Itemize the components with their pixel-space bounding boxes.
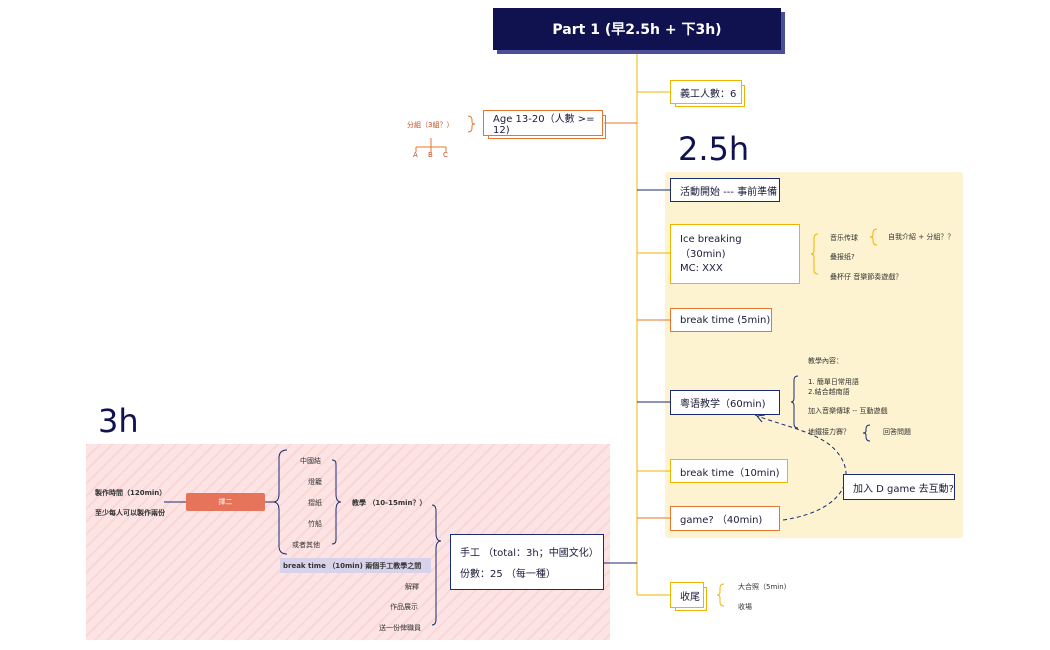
age-node[interactable]: Age 13-20（人數 >= 12) — [483, 110, 606, 139]
craft-copies: 份數：25 （每一種） — [460, 569, 556, 580]
group-c: C — [443, 151, 448, 159]
craft-option-1: 中國結 — [300, 457, 321, 465]
closing-item-2: 收場 — [738, 603, 752, 611]
craft-title: 手工 （total：3h；中國文化） — [460, 548, 599, 559]
craft-option-3: 摺紙 — [308, 499, 322, 507]
cantonese-item-2: 2.結合越南語 — [808, 388, 850, 396]
game-note-label: 加入 D game 去互動? — [853, 483, 954, 495]
morning-duration-label: 2.5h — [678, 130, 750, 168]
craft-option-4: 竹船 — [308, 520, 322, 528]
ice-sub-item: 自我介紹 + 分組？？ — [888, 233, 955, 241]
cantonese-label: 粵语教学（60min) — [680, 399, 766, 410]
closing-label: 收尾 — [680, 591, 700, 603]
craft-teaching: 教學 （10-15min？） — [352, 499, 427, 507]
break-time-1-label: break time (5min) — [680, 314, 771, 326]
break-time-2-label: break time（10min) — [680, 467, 780, 479]
ice-item-3: 叠杯仔 音樂節奏遊戲？ — [830, 273, 903, 281]
cantonese-item-4: 地鐵接力賽？ — [808, 428, 850, 436]
closing-item-1: 大合照（5min) — [738, 583, 787, 591]
root-node[interactable]: Part 1 (早2.5h + 下3h) — [493, 8, 781, 50]
craft-extra-3: 送一份俾職員 — [379, 624, 421, 632]
cantonese-answer: 回答問題 — [883, 428, 911, 436]
craft-break-node[interactable]: break time （10min) 兩個手工教學之間 — [280, 558, 431, 573]
volunteers-node[interactable]: 義工人數：6 — [670, 80, 745, 107]
craft-extra-1: 解釋 — [405, 583, 419, 591]
group-b: B — [428, 151, 433, 159]
age-label: Age 13-20（人數 >= 12) — [493, 114, 595, 136]
volunteers-label: 義工人數：6 — [680, 88, 737, 100]
choose-two-node[interactable]: 擇二 — [186, 493, 265, 511]
grouping-title: 分組（3組？） — [407, 121, 454, 129]
craft-option-5: 或者其他 — [292, 541, 320, 549]
cantonese-item-1: 1. 簡單日常用語 — [808, 378, 859, 386]
cantonese-node[interactable]: 粵语教学（60min) — [670, 390, 783, 418]
production-note: 至少每人可以製作兩份 — [95, 509, 165, 517]
activity-start-node[interactable]: 活動開始 --- 事前準備 — [670, 178, 783, 205]
group-a: A — [413, 151, 418, 159]
break-time-1-node[interactable]: break time (5min) — [670, 308, 775, 335]
closing-node[interactable]: 收尾 — [670, 582, 707, 611]
root-label: Part 1 (早2.5h + 下3h) — [552, 22, 722, 38]
ice-item-2: 叠报纸? — [830, 253, 855, 261]
cantonese-item-3: 加入音樂傳球 -- 互動遊戲 — [808, 407, 888, 415]
craft-node[interactable]: 手工 （total：3h；中國文化） 份數：25 （每一種） — [450, 534, 607, 593]
choose-two-label: 擇二 — [218, 498, 233, 506]
ice-breaking-title: Ice breaking （30min) — [680, 234, 742, 260]
game-note-node[interactable]: 加入 D game 去互動? — [843, 474, 958, 503]
ice-item-1: 音乐传球 — [830, 234, 858, 242]
cantonese-heading: 教學內容： — [808, 357, 843, 365]
activity-start-label: 活動開始 --- 事前準備 — [680, 186, 778, 198]
production-time: 製作時間（120min） — [95, 489, 167, 497]
craft-extra-2: 作品展示 — [390, 603, 418, 611]
craft-break-label: break time （10min) 兩個手工教學之間 — [283, 561, 422, 570]
craft-option-2: 燈籠 — [308, 478, 322, 486]
ice-breaking-node[interactable]: Ice breaking （30min) MC: XXX — [670, 224, 803, 287]
game-node[interactable]: game? （40min) — [670, 506, 783, 534]
afternoon-duration-label: 3h — [98, 402, 139, 440]
game-label: game? （40min) — [680, 515, 763, 526]
ice-breaking-mc: MC: XXX — [680, 263, 723, 274]
break-time-2-node[interactable]: break time（10min) — [670, 459, 791, 486]
